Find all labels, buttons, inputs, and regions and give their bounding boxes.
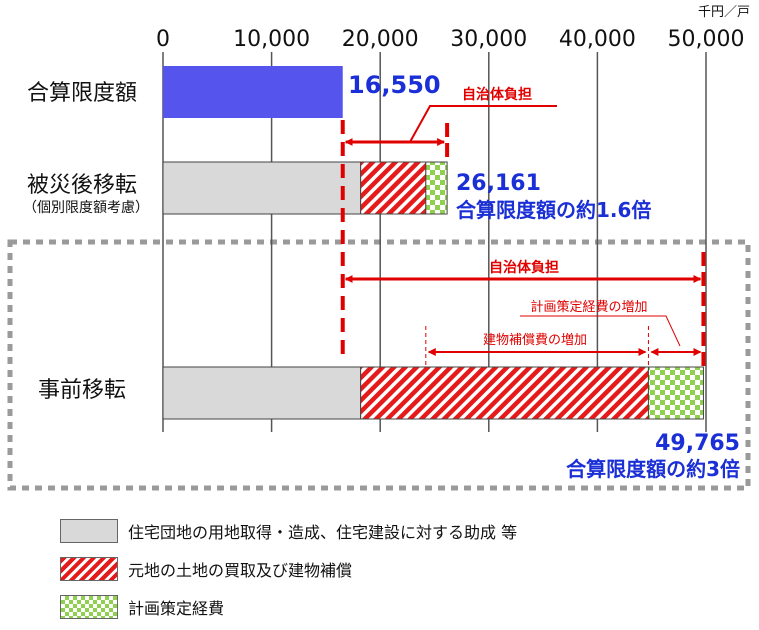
tick-label: 10,000 — [233, 27, 310, 52]
legend-swatch-gray — [60, 519, 118, 543]
bar-segment-check — [425, 161, 448, 215]
bar-segment-hatch — [360, 366, 649, 420]
tick-label: 40,000 — [559, 27, 636, 52]
category-label: 合算限度額 — [27, 81, 137, 106]
bar-segment-hatch — [360, 161, 427, 215]
svg-text:建物補償費の増加: 建物補償費の増加 — [483, 333, 587, 348]
value-label-16550: 16,550 — [348, 71, 441, 99]
annotation-building-compensation-increase: 建物補償費の増加 — [483, 333, 587, 348]
dotted-frame — [7, 239, 751, 491]
bar-chart: 千円／戸 0 10,000 20,000 30,000 40,000 50,000 合算限… — [7, 5, 751, 491]
bar-segment-blue — [163, 66, 343, 118]
legend-item-gray: 住宅団地の用地取得・造成、住宅建設に対する助成 等 — [60, 512, 517, 550]
legend-item-check: 計画策定経費 — [60, 588, 517, 626]
unit-label: 千円／戸 — [698, 5, 750, 20]
tick-label: 20,000 — [342, 27, 419, 52]
bar-segment-gray — [162, 366, 362, 420]
bar-segment-gray — [162, 161, 362, 215]
ratio-label-1-6: 合算限度額の約1.6倍 — [456, 198, 651, 222]
legend-label: 住宅団地の用地取得・造成、住宅建設に対する助成 等 — [128, 523, 518, 542]
tick-label: 0 — [156, 27, 170, 52]
svg-text:自治体負担: 自治体負担 — [462, 86, 532, 103]
legend-item-hatch: 元地の土地の買取及び建物補償 — [60, 550, 517, 588]
annotation-local-burden-1: 自治体負担 — [462, 86, 532, 103]
annotation-local-burden-2: 自治体負担 — [489, 259, 559, 276]
legend-swatch-check — [60, 595, 118, 619]
value-label-26161: 26,161 — [456, 171, 541, 196]
ratio-label-3: 合算限度額の約3倍 — [566, 457, 740, 481]
leader-line-planning-cost — [520, 315, 681, 347]
bar-segment-check — [647, 366, 704, 420]
legend: 住宅団地の用地取得・造成、住宅建設に対する助成 等 元地の土地の買取及び建物補償… — [60, 512, 517, 626]
category-label: 被災後移転 — [27, 173, 137, 198]
category-sublabel: （個別限度額考慮） — [23, 200, 149, 216]
svg-text:計画策定経費の増加: 計画策定経費の増加 — [530, 299, 647, 315]
legend-label: 元地の土地の買取及び建物補償 — [128, 561, 353, 580]
svg-text:自治体負担: 自治体負担 — [489, 259, 559, 276]
annotation-planning-cost-increase: 計画策定経費の増加 — [530, 299, 647, 315]
tick-label: 30,000 — [450, 27, 527, 52]
value-label-49765: 49,765 — [655, 431, 740, 456]
tick-label: 50,000 — [668, 27, 745, 52]
legend-swatch-hatch — [60, 557, 118, 581]
leader-line-local-burden-1 — [409, 105, 557, 143]
legend-label: 計画策定経費 — [128, 599, 225, 618]
category-label: 事前移転 — [38, 378, 126, 403]
